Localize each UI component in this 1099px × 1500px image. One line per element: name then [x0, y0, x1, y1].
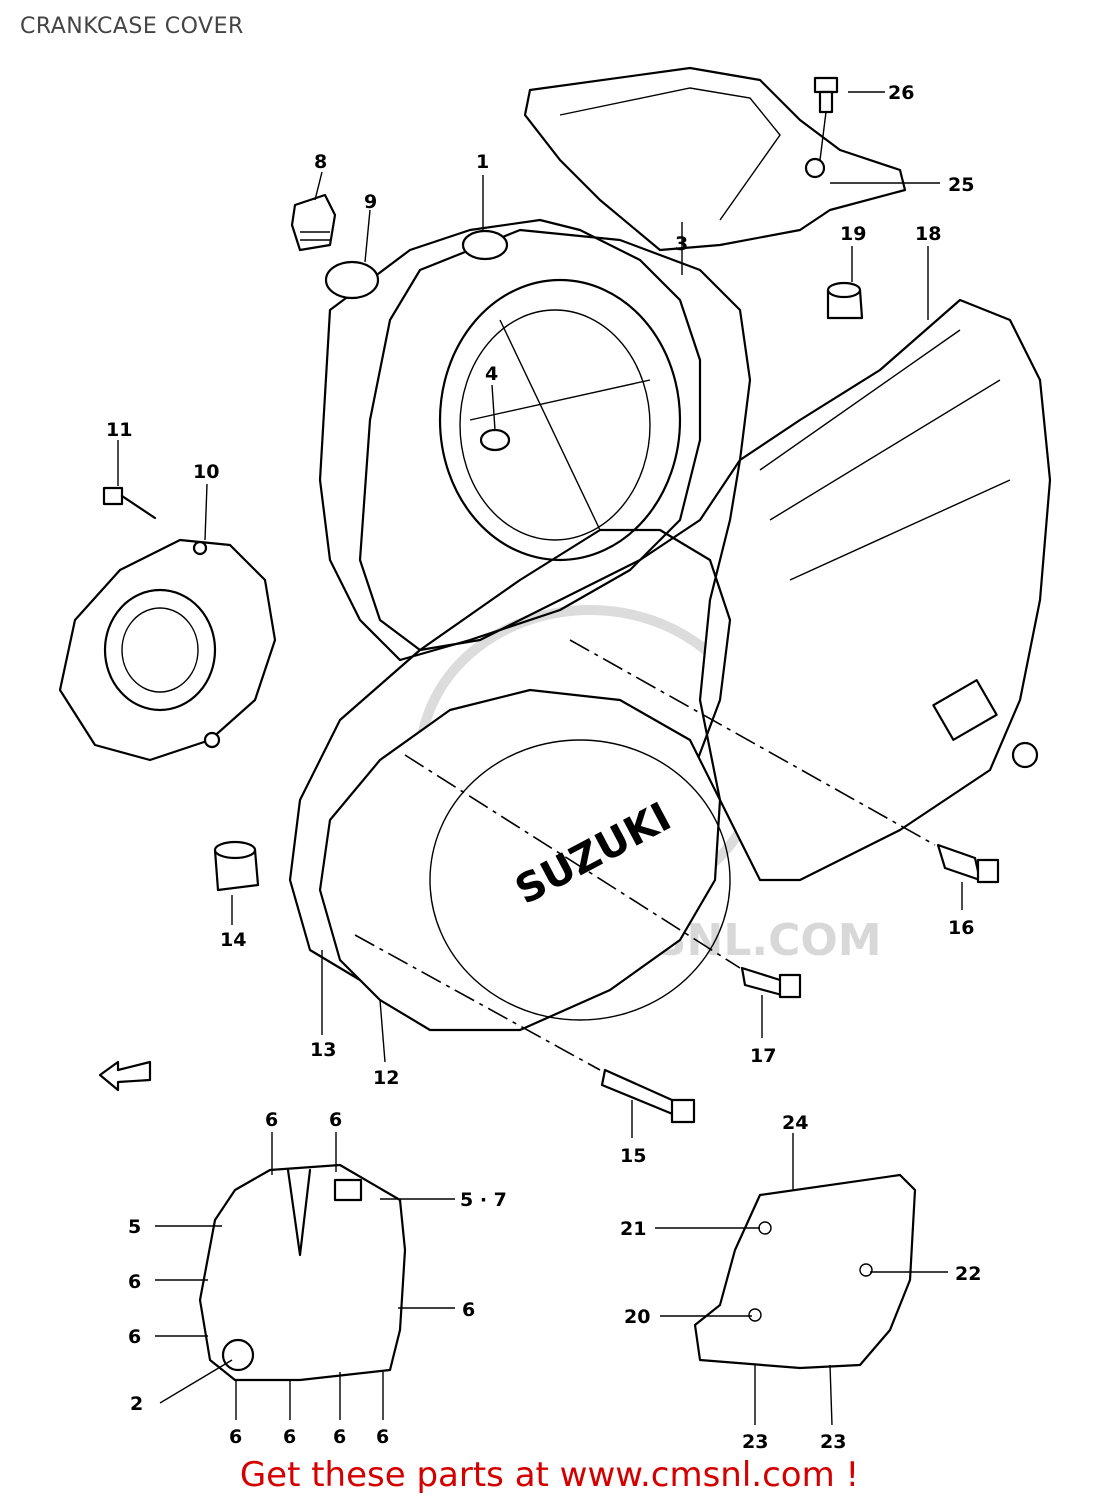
part-number: 6 [462, 1299, 475, 1321]
part-14-dowel [213, 840, 260, 892]
part-1-filler-neck [461, 229, 509, 261]
part-25-hole [804, 157, 826, 179]
part-number: 1 [476, 151, 489, 173]
part-number: 6 [229, 1426, 242, 1448]
part-number: 25 [948, 174, 974, 196]
part-15-bolt [600, 1068, 696, 1124]
part-number: 18 [915, 223, 941, 245]
part-number: 24 [782, 1112, 808, 1134]
gasket-detail-left [198, 1163, 407, 1382]
part-12-clutch-cover [318, 688, 722, 1032]
part-number: 6 [376, 1426, 389, 1448]
part-number: 11 [106, 419, 132, 441]
part-17-bolt [740, 966, 802, 999]
front-direction-arrow-icon [98, 1060, 152, 1092]
part-number: 6 [329, 1109, 342, 1131]
part-number: 6 [128, 1271, 141, 1293]
part-number: 23 [820, 1431, 846, 1453]
part-25-cover-plate [523, 66, 907, 252]
part-number: 4 [485, 363, 498, 385]
part-number: 8 [314, 151, 327, 173]
part-number: 21 [620, 1218, 646, 1240]
part-number: 14 [220, 929, 246, 951]
leader-lines [117, 91, 963, 1426]
part-4-dowel [479, 428, 511, 452]
part-number: 22 [955, 1263, 981, 1285]
part-11-bolt [102, 486, 157, 520]
part-16-bolt [936, 843, 1000, 884]
part-number: 16 [948, 917, 974, 939]
part-9-o-ring [324, 260, 380, 300]
part-number: 9 [364, 191, 377, 213]
part-number-labels: 1 3 8 9 4 26 25 19 18 10 11 14 13 12 15 … [106, 82, 981, 1453]
part-1-crankcase [318, 218, 702, 662]
part-13-gasket [288, 528, 732, 982]
part-number: 17 [750, 1045, 776, 1067]
part-8-oil-filler-cap [290, 193, 337, 252]
part-number: 6 [333, 1426, 346, 1448]
part-number: 6 [265, 1109, 278, 1131]
part-number: 10 [193, 461, 219, 483]
footer-link[interactable]: Get these parts at www.cmsnl.com ! [239, 1455, 860, 1495]
part-number: 19 [840, 223, 866, 245]
part-number: 5 · 7 [460, 1189, 507, 1211]
part-number: 13 [310, 1039, 336, 1061]
page-title: CRANKCASE COVER [20, 14, 244, 39]
part-18-label-plate [932, 679, 998, 741]
part-number: 26 [888, 82, 914, 104]
part-number: 20 [624, 1306, 650, 1328]
part-number: 3 [675, 233, 688, 255]
part-number: 12 [373, 1067, 399, 1089]
part-number: 5 [128, 1216, 141, 1238]
part-3-gasket [358, 228, 752, 652]
part-number: 6 [128, 1326, 141, 1348]
part-10-cover [58, 538, 277, 762]
part-26-bolt [813, 76, 839, 161]
part-number: 6 [283, 1426, 296, 1448]
part-number: 23 [742, 1431, 768, 1453]
part-number: 2 [130, 1393, 143, 1415]
part-18-generator-cover [698, 298, 1052, 882]
part-number: 15 [620, 1145, 646, 1167]
